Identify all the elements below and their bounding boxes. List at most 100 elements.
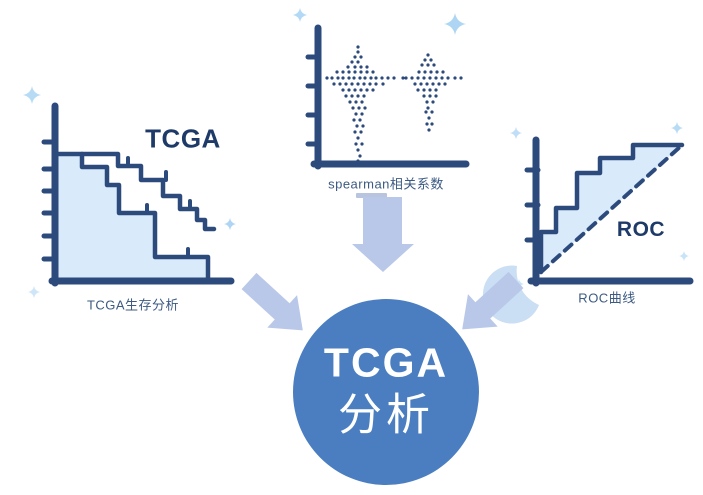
km-filled-area: [57, 154, 208, 280]
arrow-down-icon: [352, 197, 414, 272]
sparkle-icon: [679, 251, 689, 261]
scatter-dot: [446, 76, 450, 80]
scatter-dot: [419, 82, 423, 86]
scatter-dot: [353, 55, 357, 59]
arrow-down-left-icon: [462, 271, 524, 330]
scatter-dot: [363, 76, 367, 80]
scatter-dot: [386, 76, 390, 80]
scatter-dot: [426, 53, 430, 57]
scatter-dot: [443, 82, 447, 86]
roc-step-curve: [538, 142, 685, 275]
decor-dash: [356, 193, 387, 198]
scatter-dot: [358, 76, 362, 80]
scatter-dot: [425, 82, 429, 86]
scatter-dot: [424, 110, 428, 114]
survival-chart-title: TCGA: [145, 123, 221, 154]
scatter-dot: [428, 88, 432, 92]
roc-chart-caption: ROC曲线: [578, 290, 636, 306]
scatter-dot: [353, 130, 357, 134]
scatter-dot: [371, 70, 375, 74]
scatter-dot: [365, 70, 369, 74]
scatter-dot: [359, 55, 363, 59]
scatter-dot: [410, 76, 414, 80]
scatter-dot: [428, 76, 432, 80]
roc-diagonal-dashed: [539, 144, 683, 274]
scatter-dot: [360, 142, 364, 146]
scatter-chart-caption: spearman相关系数: [328, 176, 444, 192]
scatter-dot: [380, 76, 384, 80]
scatter-dot: [416, 76, 420, 80]
scatter-dot: [350, 94, 354, 98]
scatter-dot: [356, 82, 360, 86]
scatter-dot: [426, 63, 430, 67]
scatter-dot: [423, 70, 427, 74]
roc-chart-title: ROC: [616, 218, 666, 241]
scatter-dot: [422, 88, 426, 92]
scatter-dot: [440, 76, 444, 80]
scatter-dot: [360, 112, 364, 116]
scatter-dot: [347, 70, 351, 74]
scatter-dot: [350, 82, 354, 86]
scatter-dot: [430, 122, 434, 126]
scatter-dot: [453, 76, 457, 80]
scatter-dot: [381, 82, 385, 86]
center-circle-line2: 分析: [338, 389, 434, 441]
scatter-dot: [348, 100, 352, 104]
scatter-dot: [422, 76, 426, 80]
scatter-dot: [374, 82, 378, 86]
scatter-dot: [347, 88, 351, 92]
scatter-dot: [368, 82, 372, 86]
scatter-dot: [341, 76, 345, 80]
sparkle-icon: [28, 286, 40, 298]
scatter-dot: [369, 76, 373, 80]
scatter-dot: [356, 50, 360, 54]
scatter-dot: [413, 82, 417, 86]
survival-chart: [41, 102, 235, 287]
sparkle-icon: [510, 127, 522, 139]
scatter-dot: [354, 100, 358, 104]
scatter-dot: [426, 106, 430, 110]
scatter-dot: [431, 82, 435, 86]
scatter-dot: [359, 70, 363, 74]
scatter-dot: [417, 70, 421, 74]
scatter-dot: [434, 94, 438, 98]
sparkle-icon: [23, 86, 41, 104]
scatter-dot: [347, 76, 351, 80]
scatter-dot: [429, 58, 433, 62]
scatter-dot: [352, 118, 356, 122]
km-curve-low: [54, 151, 211, 283]
scatter-dot: [354, 112, 358, 116]
scatter-dot: [434, 88, 438, 92]
scatter-dot: [392, 76, 396, 80]
scatter-dot: [357, 106, 361, 110]
scatter-dot: [351, 106, 355, 110]
arrow-down-right-icon: [241, 272, 303, 331]
scatter-dot: [435, 70, 439, 74]
scatter-dot: [431, 100, 435, 104]
roc-chart: [524, 136, 694, 287]
scatter-dot: [416, 88, 420, 92]
scatter-dot: [420, 63, 424, 67]
scatter-dot: [427, 128, 431, 132]
scatter-dot: [354, 142, 358, 146]
scatter-dot: [434, 76, 438, 80]
scatter-dot: [429, 70, 433, 74]
center-circle-text: TCGA 分析: [324, 342, 448, 441]
sparkle-icon: [224, 218, 236, 230]
scatter-dot: [441, 70, 445, 74]
survival-chart-caption: TCGA生存分析: [86, 297, 180, 313]
scatter-dot: [356, 148, 360, 152]
scatter-dot: [356, 60, 360, 64]
scatter-dot: [338, 82, 342, 86]
scatter-dot: [353, 65, 357, 69]
scatter-dot: [325, 76, 329, 80]
scatter-dot: [432, 63, 436, 67]
scatter-dot: [353, 70, 357, 74]
km-curve-high: [79, 151, 217, 232]
scatter-dot: [365, 88, 369, 92]
scatter-dot: [425, 100, 429, 104]
scatter-dot: [350, 60, 354, 64]
scatter-dot: [401, 76, 405, 80]
scatter-dot: [353, 88, 357, 92]
scatter-dot: [332, 82, 336, 86]
